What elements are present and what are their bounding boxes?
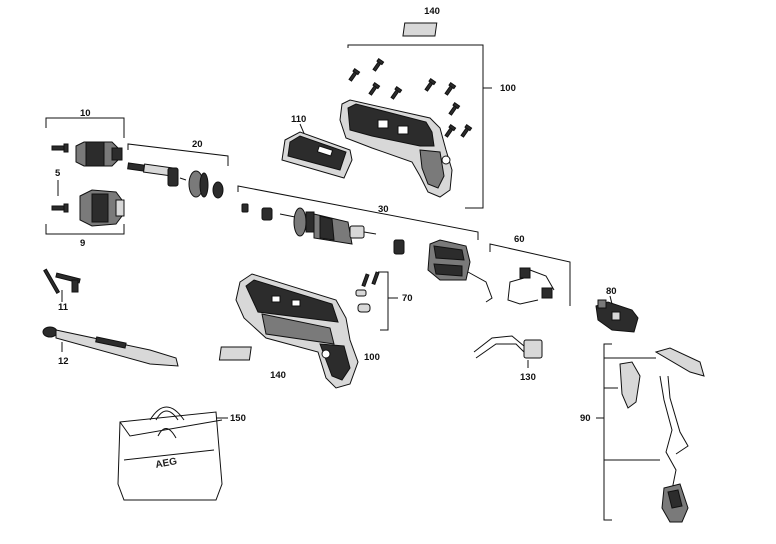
- label-60: 60: [514, 234, 525, 245]
- part-130-capacitor: [473, 335, 543, 368]
- label-130: 130: [520, 372, 536, 383]
- label-10: 10: [80, 108, 91, 119]
- housing-screws-top: [348, 57, 473, 138]
- label-20: 20: [192, 139, 203, 150]
- part-150-carrying-bag: AEG: [117, 406, 228, 501]
- label-80: 80: [606, 286, 617, 297]
- label-12: 12: [58, 356, 69, 367]
- part-90-cord-set: [604, 347, 705, 523]
- label-150: 150: [230, 413, 246, 424]
- part-12-depth-gauge: [42, 326, 179, 367]
- part-140-label-tag: [402, 22, 438, 37]
- label-110: 110: [291, 114, 306, 125]
- part-70-screws: [355, 271, 398, 331]
- label-90: 90: [580, 413, 591, 424]
- part-20-gear-train: [127, 162, 224, 199]
- bag-logo: AEG: [155, 456, 178, 471]
- bracket-10: [45, 117, 125, 138]
- label-9: 9: [80, 238, 85, 249]
- bracket-90: [603, 343, 612, 521]
- part-100-housing-top: [339, 44, 492, 209]
- part-110-cover: [281, 123, 353, 179]
- part-10-chuck: [51, 141, 123, 167]
- label-11: 11: [58, 302, 69, 313]
- part-100-housing-bottom: [235, 273, 359, 389]
- part-11-chuck-key: [43, 268, 81, 302]
- label-140-top: 140: [424, 6, 440, 17]
- part-9-keyless-chuck: [51, 189, 125, 227]
- part-60-brush-holders: [507, 267, 555, 305]
- bracket-20: [127, 143, 229, 166]
- label-70: 70: [402, 293, 413, 304]
- label-140-bottom: 140: [270, 370, 286, 381]
- part-80-switch: [595, 295, 639, 333]
- label-100-top: 100: [500, 83, 516, 94]
- bracket-9: [45, 224, 125, 235]
- bracket-30: [237, 185, 479, 240]
- label-100-bottom: 100: [364, 352, 380, 363]
- part-30-armature: [241, 203, 405, 255]
- bracket-60: [489, 243, 571, 306]
- part-140-label-tag-bottom: [218, 346, 252, 361]
- label-5: 5: [55, 168, 61, 179]
- part-field-coil: [427, 239, 493, 303]
- label-30: 30: [378, 204, 389, 215]
